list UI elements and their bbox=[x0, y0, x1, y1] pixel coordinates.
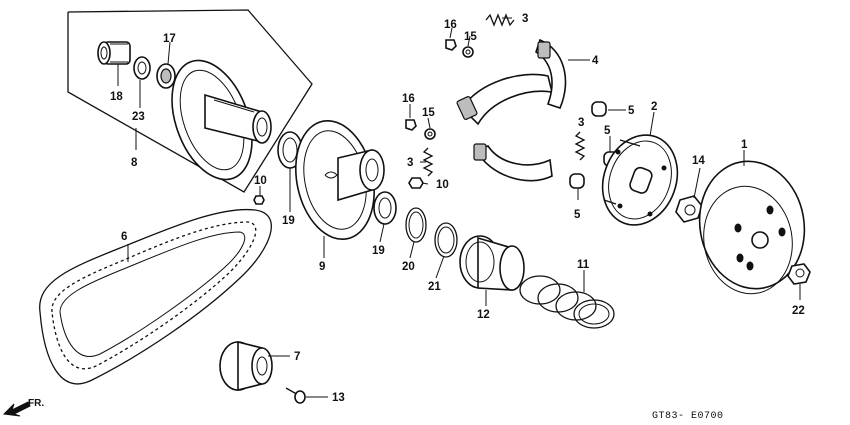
oil-seal-19-right bbox=[373, 191, 397, 225]
callout-12: 12 bbox=[477, 309, 490, 321]
callout-5-mid: 5 bbox=[604, 125, 611, 137]
callout-3-top: 3 bbox=[522, 13, 528, 25]
callout-15-mid: 15 bbox=[422, 107, 435, 119]
callout-2: 2 bbox=[651, 101, 657, 113]
clip-16-top bbox=[445, 39, 457, 51]
leader-lines bbox=[117, 17, 801, 398]
callout-14: 14 bbox=[692, 155, 705, 167]
oil-seal-17 bbox=[156, 63, 176, 89]
driven-face-spring bbox=[519, 275, 615, 329]
clutch-spring-top bbox=[485, 13, 515, 27]
front-direction-label: FR. bbox=[28, 398, 44, 409]
callout-labels: 1 2 3 3 3 4 5 5 5 6 7 8 9 10 10 11 12 13… bbox=[110, 13, 805, 404]
clutch-outer bbox=[698, 160, 806, 295]
callout-13: 13 bbox=[332, 392, 345, 404]
ring-23 bbox=[133, 56, 151, 80]
o-ring-21 bbox=[434, 222, 458, 258]
callout-15-top: 15 bbox=[464, 31, 477, 43]
clip-16-mid bbox=[405, 119, 417, 131]
callout-16-top: 16 bbox=[444, 19, 457, 31]
clutch-spring-mid bbox=[422, 147, 434, 177]
callout-4: 4 bbox=[592, 55, 599, 67]
callout-19-right: 19 bbox=[372, 245, 385, 257]
callout-5-top: 5 bbox=[628, 105, 635, 117]
nut-14 bbox=[675, 195, 703, 223]
bolt-13 bbox=[285, 387, 306, 404]
nut-10-left bbox=[253, 195, 265, 205]
drawing-code: GT83- E0700 bbox=[652, 411, 724, 422]
front-direction-arrow: FR. bbox=[2, 398, 44, 417]
nut-22 bbox=[787, 263, 811, 285]
damper-5-low bbox=[569, 173, 585, 189]
callout-7: 7 bbox=[294, 351, 300, 363]
washer-15-top bbox=[462, 46, 474, 58]
callout-17: 17 bbox=[163, 33, 176, 45]
callout-20: 20 bbox=[402, 261, 415, 273]
nut-10-mid bbox=[408, 177, 424, 189]
callout-18: 18 bbox=[110, 91, 123, 103]
callout-3-right: 3 bbox=[578, 117, 584, 129]
drive-face-7 bbox=[219, 340, 273, 392]
clutch-shoe-upper bbox=[456, 38, 567, 126]
clutch-spring-right bbox=[574, 131, 586, 161]
callout-21: 21 bbox=[428, 281, 441, 293]
callout-5-low: 5 bbox=[574, 209, 581, 221]
movable-drive-face bbox=[171, 59, 272, 181]
callout-6: 6 bbox=[121, 231, 127, 243]
assembly-box-movable-drive-face bbox=[67, 9, 313, 193]
callout-22: 22 bbox=[792, 305, 805, 317]
seal-collar bbox=[459, 235, 525, 291]
callout-10-mid: 10 bbox=[436, 179, 449, 191]
driven-face bbox=[294, 119, 385, 241]
o-ring-20 bbox=[405, 207, 427, 243]
callout-9: 9 bbox=[319, 261, 325, 273]
callout-16-mid: 16 bbox=[402, 93, 415, 105]
clutch-shoe-lower bbox=[473, 143, 553, 182]
callout-10-left: 10 bbox=[254, 175, 267, 187]
callout-1: 1 bbox=[741, 139, 748, 151]
callout-11: 11 bbox=[577, 259, 590, 271]
washer-15-mid bbox=[424, 128, 436, 140]
callout-3-mid: 3 bbox=[407, 157, 413, 169]
clutch-weight-plate bbox=[601, 134, 679, 226]
needle-bearing bbox=[97, 41, 131, 65]
callout-19-left: 19 bbox=[282, 215, 295, 227]
damper-5-top bbox=[591, 101, 607, 117]
callout-8: 8 bbox=[131, 157, 138, 169]
drive-belt bbox=[39, 208, 272, 385]
callout-23: 23 bbox=[132, 111, 145, 123]
